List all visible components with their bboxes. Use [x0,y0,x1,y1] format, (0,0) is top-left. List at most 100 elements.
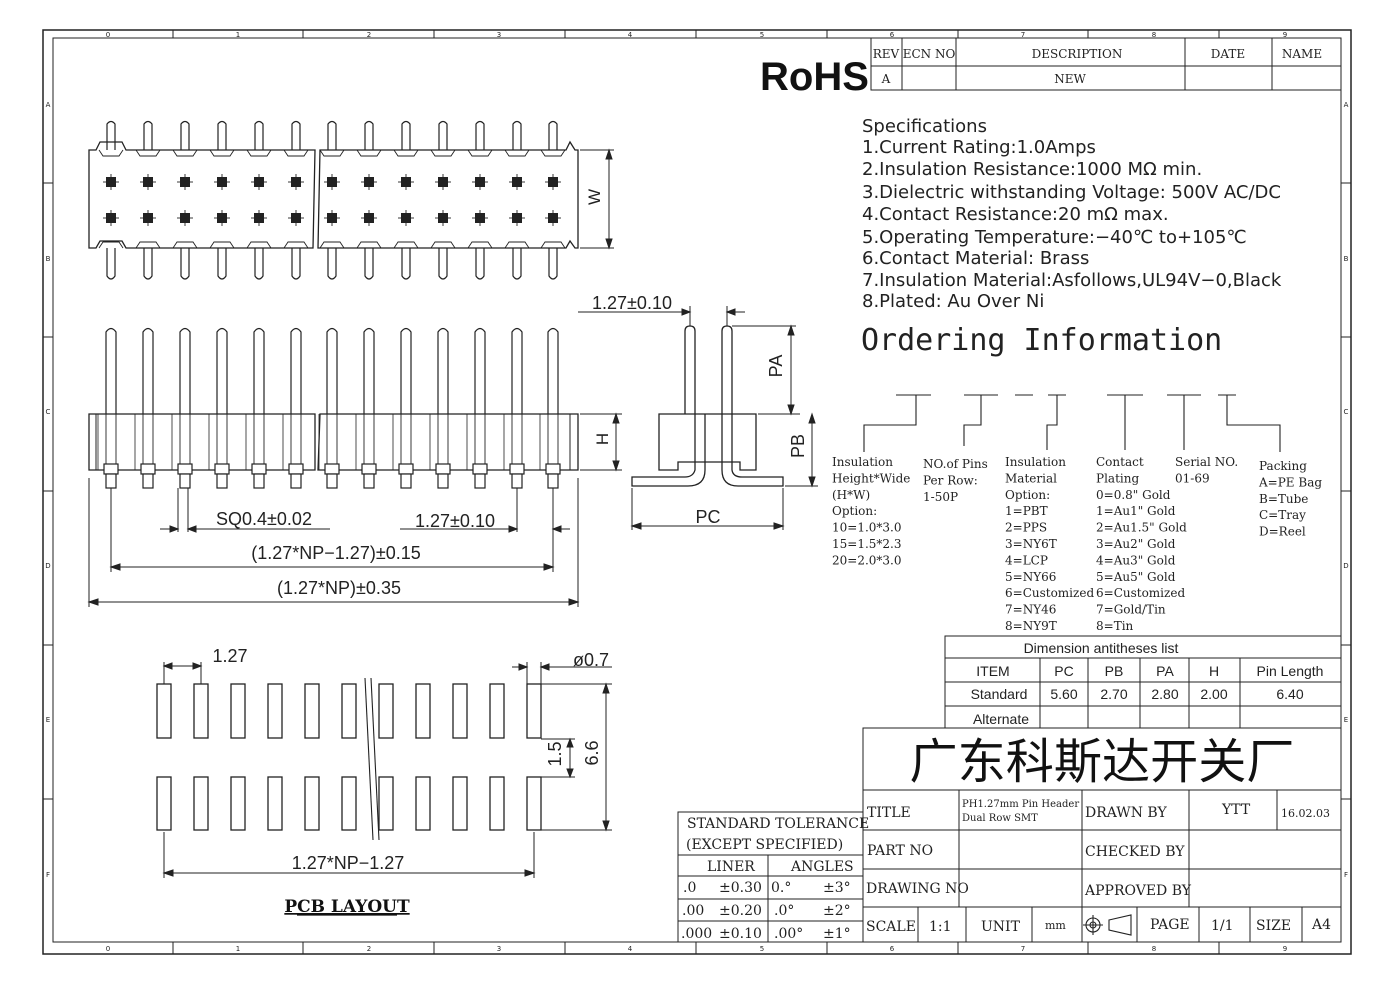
ordering-insulation-material-line: 6=Customized [1005,586,1094,600]
ordering-code-lines [863,394,1281,452]
spec-item: 4.Contact Resistance:20 mΩ max. [862,204,1169,225]
top-pin-upper [548,120,558,150]
zone-number: 1 [236,945,240,953]
front-pin [105,327,117,414]
top-pin-upper [106,120,116,150]
spec-item: 6.Contact Material: Brass [862,248,1089,269]
tolerance-title: STANDARD TOLERANCE [687,816,869,832]
zone-letter: D [1343,562,1348,570]
company-name: 广东科斯达开关厂 [910,734,1295,790]
top-pin-lower [438,248,448,280]
top-pin-upper [327,120,337,150]
front-pin [179,327,191,414]
top-pin-upper [475,120,485,150]
top-pin-lower [327,248,337,280]
top-notch [98,149,124,157]
zone-number: 7 [1021,945,1025,953]
ordering-contact-plating-line: 0=0.8" Gold [1096,488,1171,502]
pcb-dimensions [162,662,612,878]
specifications: Specifications 1.Current Rating:1.0Amps … [862,116,1282,312]
top-pin-upper [438,120,448,150]
top-pin-lower [106,248,116,280]
front-pin-tail [290,473,302,489]
front-pin-foot [288,463,304,475]
ordering-insulation-height-line: Option: [832,504,877,518]
dimension-table: Dimension antitheses list ITEM PC PB PA … [944,635,1342,729]
np-minus-label: (1.27*NP−1.27)±0.15 [251,543,421,563]
front-pin-foot [251,463,267,475]
front-pin-foot [472,463,488,475]
pa-label: PA [766,355,786,378]
dim-header: PC [1054,663,1073,679]
zone-letter: F [1344,871,1348,879]
front-pin-tail [400,473,412,489]
ordering-contact-plating-line: Contact [1096,455,1144,469]
h-dimension [580,412,622,472]
ordering-insulation-material-line: Material [1005,471,1057,485]
pcb-pad-upper [230,683,246,739]
ordering-packing-line: D=Reel [1259,525,1306,539]
front-pin-tail [179,473,191,489]
spec-item: 3.Dielectric withstanding Voltage: 500V … [862,182,1281,203]
top-notch [209,149,235,157]
dim-cell: Standard [971,686,1028,702]
front-housing-left [88,413,316,471]
dim-cell: 2.80 [1151,686,1178,702]
top-pin-lower [291,248,301,280]
ordering-pins-per-row-line: NO.of Pins [923,457,988,471]
description-header: DESCRIPTION [1032,47,1123,61]
side-pin-left [631,325,706,487]
size-label: SIZE [1256,918,1291,934]
zone-number: 5 [760,31,764,39]
tolerance-cell: .00° [774,926,803,942]
dimension-table-title: Dimension antitheses list [1024,640,1179,656]
dim-cell: 2.00 [1200,686,1227,702]
top-notch [540,241,566,249]
scale-label: SCALE [866,919,916,935]
ordering-insulation-material-line: 7=NY46 [1005,603,1056,617]
top-notch [504,241,530,249]
zone-number: 3 [497,945,501,953]
zone-number: 5 [760,945,764,953]
front-pin-foot [140,463,156,475]
tolerance-cell: ±1° [823,926,851,942]
size-value: A4 [1311,917,1331,933]
front-pin-tail [105,473,117,489]
side-view [631,325,784,487]
zone-number: 6 [890,31,895,39]
unit-value: mm [1045,919,1066,932]
dim-header: ITEM [976,663,1009,679]
pcb-pad-lower [304,776,320,831]
top-notch [393,149,419,157]
tolerance-cell: ±0.30 [719,880,762,896]
tolerance-cell: ±0.20 [719,903,762,919]
front-pin-tail [474,473,486,489]
pc-label: PC [695,507,720,527]
top-notch [135,241,161,249]
sq-dimension-label: SQ0.4±0.02 [216,509,312,529]
rev-value: A [881,72,891,86]
top-pin-lower [401,248,411,280]
front-pin-tail [511,473,523,489]
zone-number: 1 [236,31,240,39]
dim-header: PA [1156,663,1174,679]
top-pin-upper [254,120,264,150]
top-notch [209,241,235,249]
spec-item: 1.Current Rating:1.0Amps [862,137,1096,158]
pcb-pad-upper [378,683,394,739]
top-pin-upper [180,120,190,150]
ordering-contact-plating-line: 7=Gold/Tin [1096,603,1166,617]
pcb-pad-lower [526,776,542,831]
ordering-insulation-height-line: (H*W) [832,488,870,502]
zone-marks [43,30,1351,954]
front-pin [474,327,486,414]
ordering-columns: InsulationHeight*Wide(H*W)Option:10=1.0*… [832,455,1322,633]
zone-number: 2 [367,31,371,39]
zone-number: 0 [106,945,110,953]
top-pin-lower [254,248,264,280]
top-notch [283,241,309,249]
top-notch [430,241,456,249]
front-view [88,413,579,471]
tolerance-cell: ±2° [823,903,851,919]
top-pin-lower [143,248,153,280]
